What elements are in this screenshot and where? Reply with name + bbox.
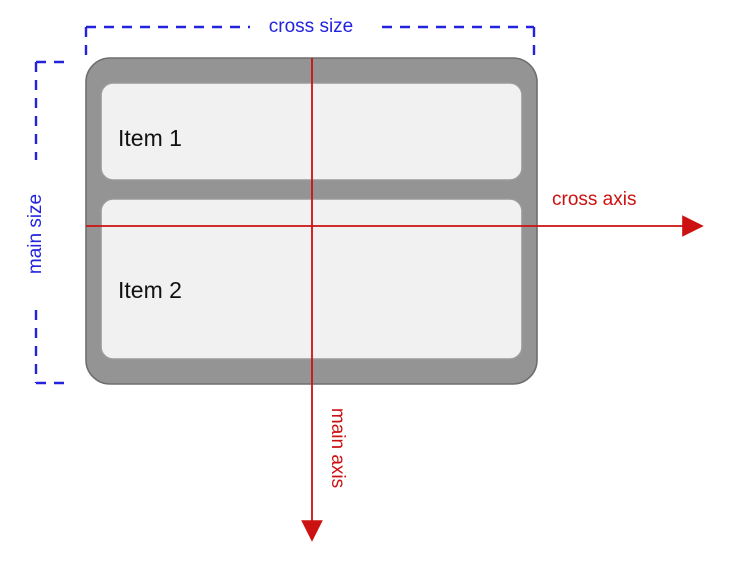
cross-axis-label: cross axis [552,189,636,210]
flex-item-1-label: Item 1 [118,125,182,151]
cross-axis: cross axis [86,189,704,237]
main-axis-label: main axis [327,408,348,488]
cross-size-label: cross size [269,16,353,37]
cross-size-measure: cross size [84,16,536,56]
flex-item-2-label: Item 2 [118,277,182,303]
main-axis: main axis [301,58,348,542]
main-size-label: main size [25,194,46,274]
main-size-measure: main size [25,60,66,385]
